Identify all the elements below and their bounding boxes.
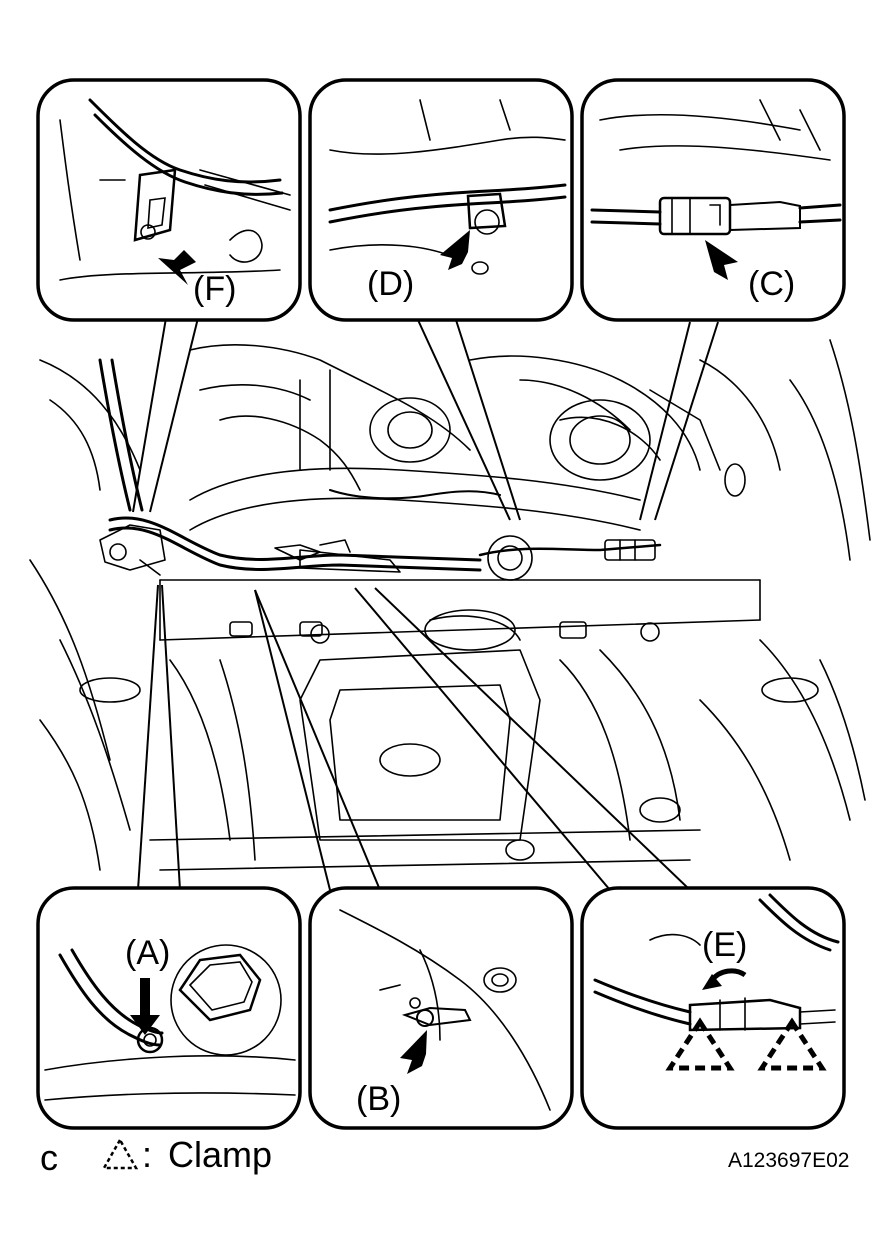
callout-e-label: (E) <box>702 926 748 964</box>
inset-a-detail <box>44 944 296 1101</box>
inset-d-arrow <box>440 230 470 270</box>
inset-b-detail <box>339 909 551 1111</box>
inset-f-detail <box>59 98 291 281</box>
inset-a-frame <box>36 886 302 1130</box>
leader-lines <box>132 317 719 891</box>
legend-text: Clamp <box>168 1134 273 1175</box>
legend-prefix: c <box>40 1137 58 1178</box>
main-engine-view <box>29 339 871 871</box>
inset-e-detail <box>593 893 840 1032</box>
clamp-triangle-icon <box>665 1017 827 1071</box>
inset-e-arrowhead <box>702 974 722 990</box>
callout-f-label: (F) <box>193 270 237 308</box>
inset-c-arrow <box>705 240 738 280</box>
inset-frames <box>36 78 846 1130</box>
inset-e-frame <box>580 886 846 1130</box>
legend-separator: : <box>142 1134 153 1175</box>
callout-c-label: (C) <box>748 265 796 303</box>
inset-c-frame <box>580 78 846 322</box>
inset-b-arrow <box>400 1030 427 1074</box>
callout-b-label: (B) <box>356 1080 402 1118</box>
callout-a-label: (A) <box>125 934 171 972</box>
inset-d-frame <box>308 78 574 322</box>
inset-f-arrow <box>158 250 196 285</box>
callout-d-label: (D) <box>367 265 415 303</box>
figure-code: A123697E02 <box>728 1149 850 1172</box>
legend-clamp-icon <box>101 1137 139 1170</box>
inset-c-detail <box>590 99 842 236</box>
inset-a-arrow <box>130 978 160 1035</box>
inset-f-frame <box>36 78 302 322</box>
